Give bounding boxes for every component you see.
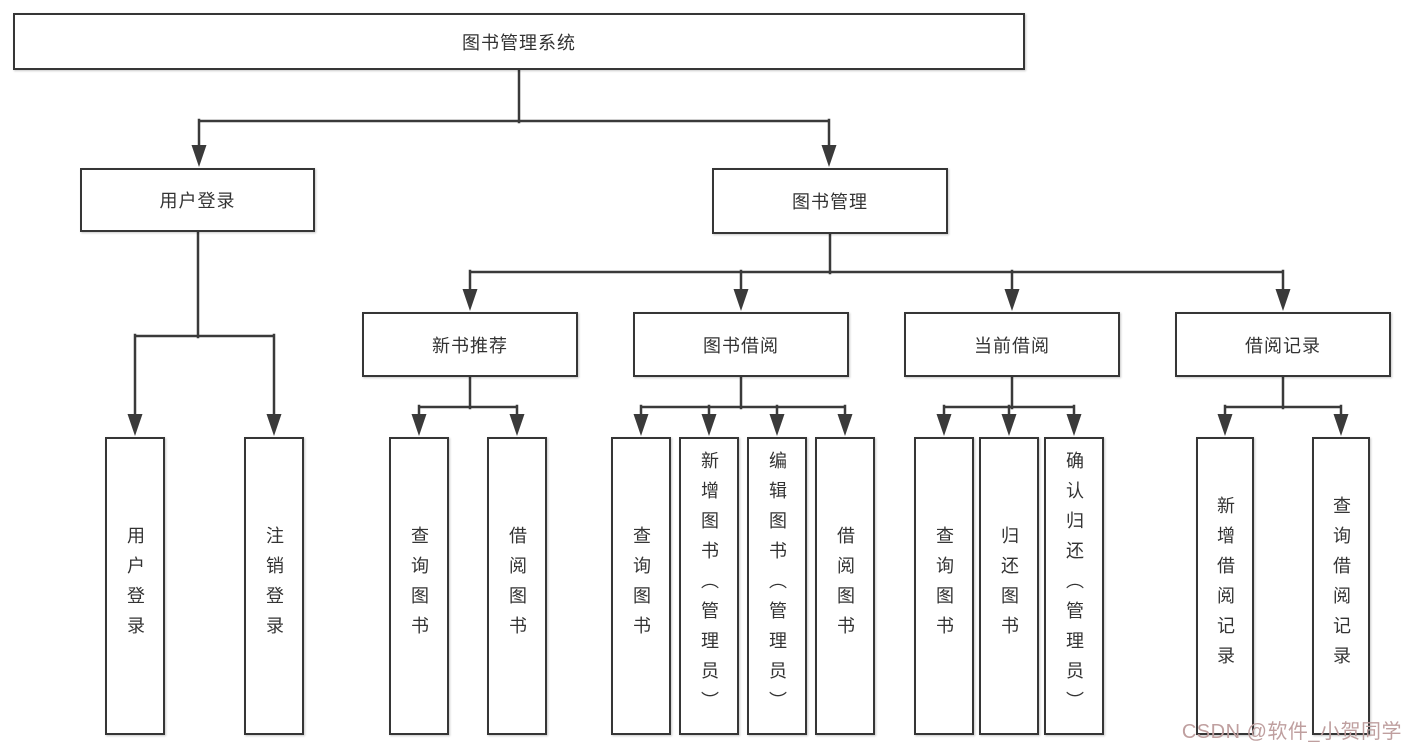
leaf-label: 归还图书	[999, 526, 1019, 646]
leaf-borrow-edit-books-admin: 编辑图书（管理员）	[747, 437, 807, 735]
leaf-current-confirm-return-admin: 确认归还（管理员）	[1044, 437, 1104, 735]
leaf-label: 查询图书	[409, 526, 429, 646]
node-label: 当前借阅	[974, 335, 1050, 356]
leaf-newbooks-borrow-books: 借阅图书	[487, 437, 547, 735]
leaf-borrow-query-books: 查询图书	[611, 437, 671, 735]
leaf-newbooks-query-books: 查询图书	[389, 437, 449, 735]
csdn-watermark: CSDN @软件_小贺同学	[1181, 721, 1402, 743]
leaf-borrow-add-books-admin: 新增图书（管理员）	[679, 437, 739, 735]
leaf-label: 新增借阅记录	[1215, 496, 1235, 676]
leaf-label: 查询借阅记录	[1331, 496, 1351, 676]
leaf-current-return-books: 归还图书	[979, 437, 1039, 735]
node-new-book-recommend: 新书推荐	[362, 312, 578, 377]
leaf-borrow-borrow-books: 借阅图书	[815, 437, 875, 735]
leaf-label: 新增图书（管理员）	[699, 451, 719, 721]
leaf-label: 注销登录	[264, 526, 284, 646]
leaf-label: 确认归还（管理员）	[1064, 451, 1084, 721]
node-label: 借阅记录	[1245, 335, 1321, 356]
leaf-records-query-record: 查询借阅记录	[1312, 437, 1370, 735]
leaf-label: 查询图书	[631, 526, 651, 646]
node-label: 图书管理	[792, 192, 868, 212]
node-book-management: 图书管理	[712, 168, 948, 234]
leaf-label: 用户登录	[125, 526, 145, 646]
node-label: 图书借阅	[703, 335, 779, 356]
leaf-logout-login: 注销登录	[244, 437, 304, 735]
node-book-borrow: 图书借阅	[633, 312, 849, 377]
leaf-label: 查询图书	[934, 526, 954, 646]
leaf-label: 借阅图书	[835, 526, 855, 646]
node-library-management-system: 图书管理系统	[13, 13, 1025, 70]
leaf-records-add-record: 新增借阅记录	[1196, 437, 1254, 735]
node-current-borrow: 当前借阅	[904, 312, 1120, 377]
node-label: 图书管理系统	[462, 32, 576, 53]
node-user-login: 用户登录	[80, 168, 315, 232]
leaf-label: 编辑图书（管理员）	[767, 451, 787, 721]
node-label: 新书推荐	[432, 335, 508, 356]
node-label: 用户登录	[159, 191, 236, 211]
leaf-current-query-books: 查询图书	[914, 437, 974, 735]
node-borrow-records: 借阅记录	[1175, 312, 1391, 377]
leaf-label: 借阅图书	[507, 526, 527, 646]
leaf-user-login: 用户登录	[105, 437, 165, 735]
